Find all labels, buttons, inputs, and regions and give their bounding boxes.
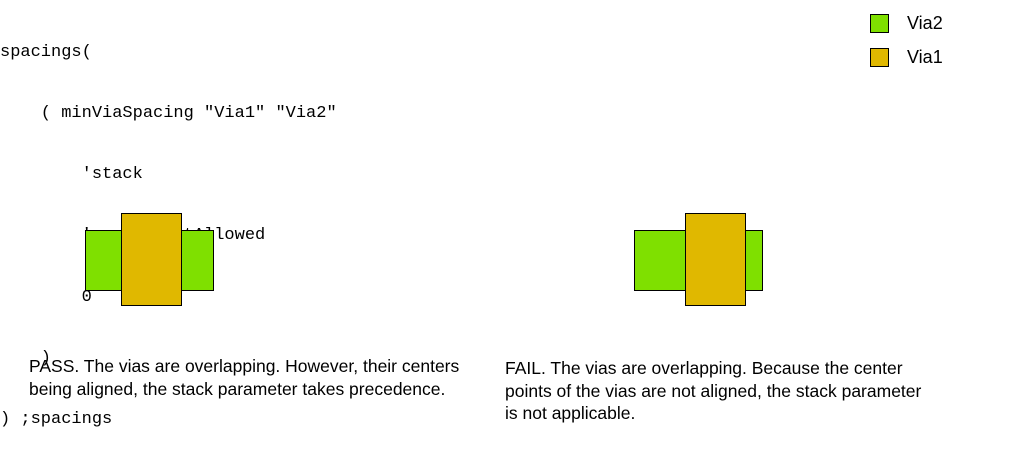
code-line: ) ;spacings: [0, 410, 113, 430]
code-line: ): [0, 348, 52, 368]
code-line: 0: [0, 287, 92, 307]
pass-caption: PASS. The vias are overlapping. However,…: [29, 356, 460, 399]
code-line: 'stack: [0, 165, 143, 185]
fail-caption: FAIL. The vias are overlapping. Because …: [505, 358, 922, 423]
via2-swatch: [870, 14, 889, 33]
legend-label: Via2: [907, 13, 943, 33]
code-line: spacings(: [0, 42, 92, 62]
fail-via1-shape: [685, 213, 746, 306]
pass-via1-shape: [121, 213, 182, 306]
code-line: ( minViaSpacing "Via1" "Via2": [0, 104, 337, 124]
via1-swatch: [870, 48, 889, 67]
legend-label: Via1: [907, 47, 943, 67]
